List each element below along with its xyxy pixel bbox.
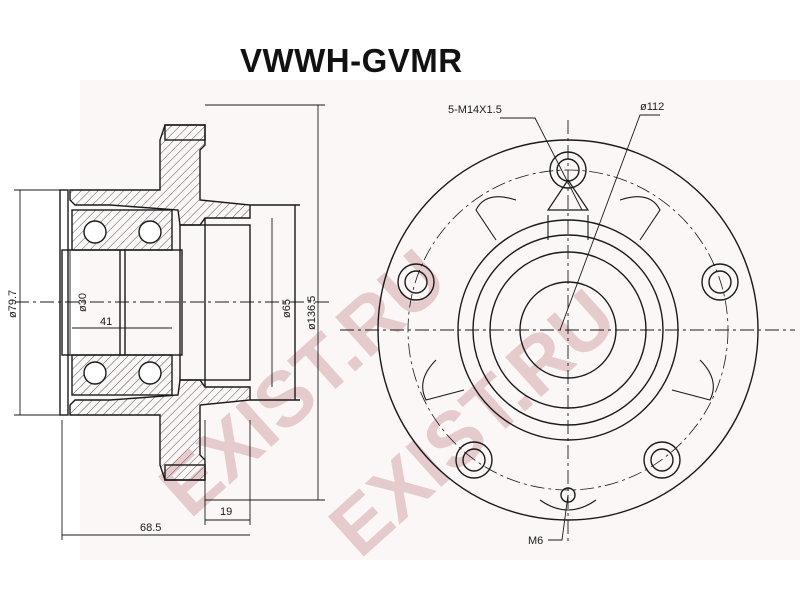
bearing-ball-4 — [138, 361, 162, 385]
bolt-hole-2-inner — [708, 270, 732, 294]
section-view — [15, 124, 330, 481]
label-bolt-spec: 5-M14X1.5 — [448, 104, 502, 116]
pcd-circle — [407, 169, 729, 491]
bolt-hole-2 — [701, 263, 739, 301]
label-bore: ø30 — [77, 293, 89, 312]
bolt-hole-5 — [397, 263, 435, 301]
label-flange-offset: 19 — [220, 506, 232, 518]
bolt-hole-4-inner — [462, 448, 486, 472]
label-pilot-diameter: ø65 — [281, 299, 293, 318]
label-outer-diameter: ø136.5 — [306, 296, 318, 330]
bolt-hole-3 — [643, 441, 681, 479]
flange-spokes — [546, 178, 590, 211]
label-overall-length: 68.5 — [140, 522, 161, 534]
inner-bore — [61, 249, 183, 356]
bolt-hole-3-inner — [650, 448, 674, 472]
bearing-ball-2 — [138, 220, 162, 244]
hub-body — [179, 224, 251, 381]
section-labels: ø79.7 ø30 41 ø65 ø136.5 19 68.5 — [7, 290, 318, 534]
front-leaders — [500, 114, 660, 541]
bolt-hole-4 — [455, 441, 493, 479]
label-screw: M6 — [528, 535, 543, 547]
bearing-ball-3 — [83, 361, 107, 385]
lobes — [422, 196, 714, 511]
label-bearing-width: 41 — [100, 316, 112, 328]
stud-top — [164, 124, 206, 141]
bolt-hole-5-inner — [404, 270, 428, 294]
label-pcd: ø112 — [640, 101, 664, 113]
seal-left — [59, 189, 69, 416]
label-bearing-od: ø79.7 — [7, 290, 19, 318]
front-labels: 5-M14X1.5 ø112 M6 — [448, 101, 664, 547]
section-dimensions — [14, 104, 325, 540]
front-view — [340, 120, 795, 545]
part-number-title: VWWH-GVMR — [240, 42, 463, 79]
bearing-ball-1 — [83, 220, 107, 244]
